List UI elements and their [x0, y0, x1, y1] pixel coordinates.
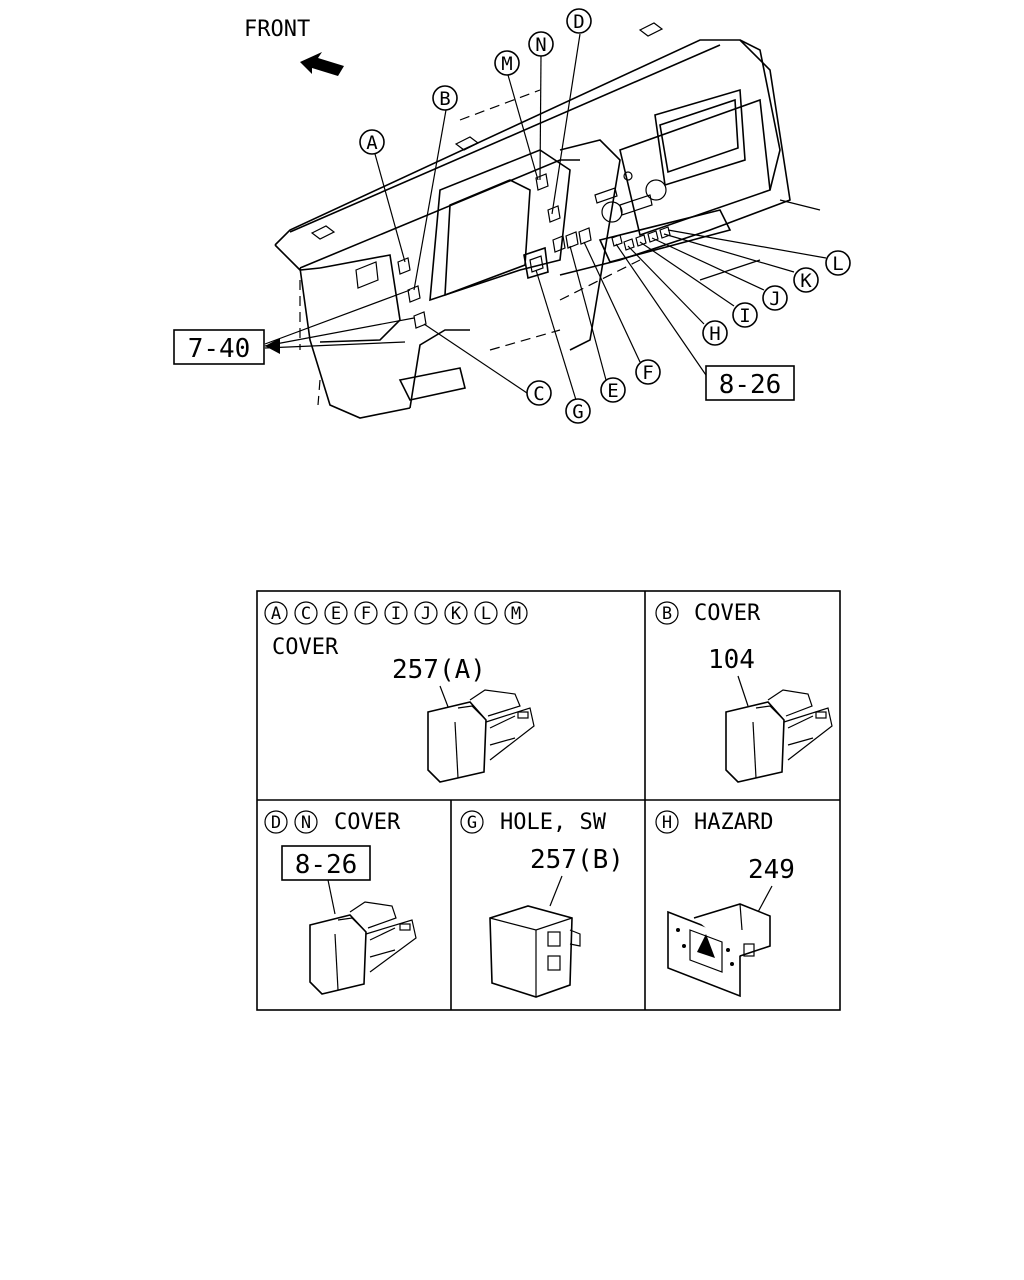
svg-text:I: I	[391, 604, 401, 624]
svg-text:G: G	[572, 401, 583, 423]
cell3-title: COVER	[334, 810, 401, 835]
svg-text:I: I	[739, 305, 750, 327]
parts-table: A C E F I J K L M COVER 257(A)	[256, 590, 841, 1011]
callout-A: A	[359, 129, 385, 155]
svg-text:C: C	[301, 604, 311, 624]
cell1-title: COVER	[272, 635, 339, 660]
cell-hole-sw-257b: G HOLE, SW 257(B)	[460, 810, 624, 998]
svg-text:G: G	[467, 813, 477, 833]
front-arrow-icon	[300, 52, 344, 76]
hole-switch-plug-icon	[489, 905, 581, 998]
ref-box-7-40: 7-40	[173, 329, 265, 365]
svg-text:N: N	[301, 813, 311, 833]
cell2-title: COVER	[694, 601, 761, 626]
cell-cover-257a: A C E F I J K L M COVER 257(A)	[264, 601, 535, 783]
letter-list-cell4: G	[460, 810, 484, 834]
callout-B: B	[432, 85, 458, 111]
callout-C: C	[526, 380, 552, 406]
svg-text:D: D	[271, 813, 281, 833]
callout-G: G	[565, 398, 591, 424]
front-label: FRONT	[244, 17, 310, 42]
switch-cover-icon	[725, 689, 833, 783]
callout-N: N	[528, 31, 554, 57]
svg-text:H: H	[662, 813, 672, 833]
callout-E: E	[600, 377, 626, 403]
svg-text:M: M	[511, 604, 521, 624]
leader-lines	[264, 33, 827, 401]
svg-text:F: F	[361, 604, 371, 624]
svg-text:E: E	[607, 380, 618, 402]
svg-text:N: N	[535, 34, 546, 56]
svg-text:M: M	[501, 53, 512, 75]
switch-cover-icon	[309, 901, 417, 995]
cell4-title: HOLE, SW	[500, 810, 607, 835]
svg-text:H: H	[709, 323, 720, 345]
svg-text:A: A	[366, 132, 378, 154]
cell3-ref-label: 8-26	[295, 850, 358, 880]
letter-list-cell1: A C E F I J K L M	[264, 601, 528, 625]
callout-J: J	[762, 285, 788, 311]
svg-text:J: J	[769, 288, 780, 310]
svg-text:8-26: 8-26	[719, 370, 782, 400]
svg-text:E: E	[331, 604, 341, 624]
cell3-ref-box	[281, 845, 371, 881]
ref-box-8-26: 8-26	[705, 365, 795, 401]
callout-I: I	[732, 302, 758, 328]
cell-cover-104: B COVER 104	[655, 601, 833, 783]
cell4-part-number: 257(B)	[530, 845, 624, 875]
callout-F: F	[635, 359, 661, 385]
svg-text:7-40: 7-40	[188, 334, 251, 364]
svg-text:K: K	[800, 270, 812, 292]
dashboard-drawing: FRONT	[173, 8, 851, 424]
letter-list-cell2: B	[655, 601, 679, 625]
letter-list-cell5: H	[655, 810, 679, 834]
cell-hazard-249: H HAZARD 249	[655, 810, 795, 998]
callout-M: M	[494, 50, 520, 76]
cell-cover-8-26: D N COVER 8-26	[264, 810, 417, 995]
cell1-part-number: 257(A)	[392, 655, 486, 685]
letter-list-cell3: D N	[264, 810, 318, 834]
callout-H: H	[702, 320, 728, 346]
svg-text:L: L	[481, 604, 491, 624]
svg-text:K: K	[451, 604, 462, 624]
callout-D: D	[566, 8, 592, 34]
svg-text:B: B	[662, 604, 672, 624]
callout-K: K	[793, 267, 819, 293]
svg-text:D: D	[573, 11, 584, 33]
svg-text:J: J	[421, 604, 431, 624]
svg-text:F: F	[642, 362, 653, 384]
callout-L: L	[825, 250, 851, 276]
svg-text:L: L	[832, 253, 843, 275]
switch-cover-icon	[427, 689, 535, 783]
hazard-switch-icon	[667, 903, 771, 998]
svg-text:B: B	[439, 88, 450, 110]
cell5-title: HAZARD	[694, 810, 773, 835]
svg-text:C: C	[533, 383, 544, 405]
svg-text:A: A	[271, 604, 281, 624]
cell5-part-number: 249	[748, 855, 795, 885]
cell2-part-number: 104	[708, 645, 755, 675]
